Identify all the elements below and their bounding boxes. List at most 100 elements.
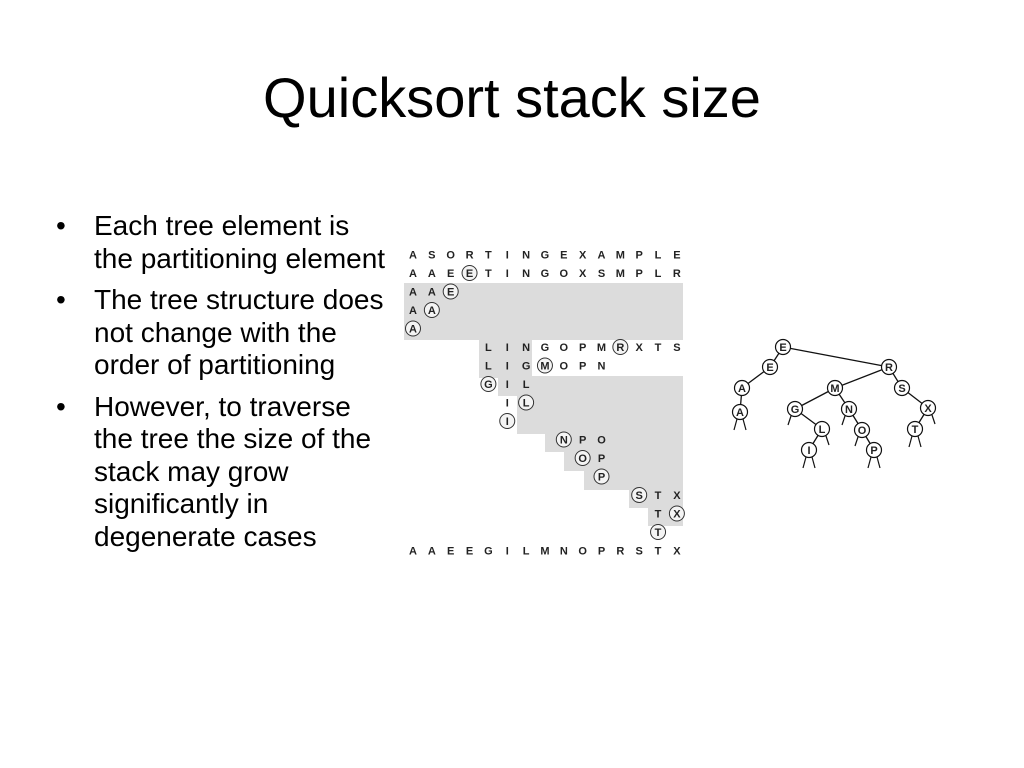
- tree-null-link: [825, 435, 830, 446]
- trace-letter: S: [673, 342, 680, 354]
- trace-letter: G: [484, 379, 493, 391]
- trace-letter: O: [446, 250, 455, 262]
- partition-circle: [442, 283, 459, 300]
- tree-null-link: [733, 418, 738, 431]
- tree-node-label: A: [736, 407, 744, 419]
- trace-letter: N: [560, 546, 568, 558]
- trace-letter: M: [597, 342, 606, 354]
- trace-letter: X: [636, 342, 644, 354]
- trace-letter: S: [636, 490, 643, 502]
- trace-letter: M: [616, 268, 625, 280]
- tree-node-label: A: [738, 383, 746, 395]
- trace-letter: E: [466, 268, 473, 280]
- trace-letter: X: [579, 268, 587, 280]
- trace-letter: O: [560, 361, 569, 373]
- tree-node-circle: [880, 358, 898, 376]
- tree-null-link: [876, 456, 881, 469]
- trace-letter: I: [506, 416, 509, 428]
- trace-step-cutout: [629, 508, 648, 544]
- tree-null-link: [841, 415, 846, 426]
- trace-letter: L: [485, 342, 492, 354]
- trace-letter: O: [560, 342, 569, 354]
- trace-letter: I: [506, 379, 509, 391]
- bullet-text: However, to traverse the tree the size o…: [94, 390, 372, 552]
- trace-letter: A: [409, 287, 417, 299]
- tree-null-link: [802, 456, 807, 469]
- partition-circle: [480, 376, 497, 392]
- tree-node-label: O: [858, 425, 867, 437]
- tree-node-circle: [774, 338, 792, 356]
- tree-null-link: [867, 456, 872, 469]
- trace-letter: I: [506, 361, 509, 373]
- trace-letter: P: [598, 472, 605, 484]
- partition-circle: [668, 505, 685, 522]
- trace-step-cutout: [532, 340, 683, 376]
- trace-letter: E: [673, 250, 680, 262]
- bullet-dot: •: [56, 284, 66, 315]
- partition-circle: [593, 468, 610, 485]
- partition-circle: [612, 339, 629, 355]
- trace-letter: E: [447, 268, 454, 280]
- trace-letter: S: [636, 546, 643, 558]
- trace-letter: T: [655, 342, 662, 354]
- tree-edge: [782, 346, 890, 368]
- slide-title: Quicksort stack size: [263, 66, 761, 129]
- trace-letter: A: [409, 305, 417, 317]
- tree-node-label: I: [807, 445, 810, 457]
- trace-letter: A: [598, 250, 606, 262]
- bullet-item: •However, to traverse the tree the size …: [56, 391, 386, 554]
- trace-letter: S: [428, 250, 435, 262]
- trace-letter: L: [655, 250, 662, 262]
- tree-node-circle: [786, 400, 804, 418]
- tree-node-circle: [919, 399, 937, 417]
- tree-node-circle: [893, 379, 911, 397]
- tree-node-label: G: [791, 404, 800, 416]
- tree-edge: [834, 366, 890, 389]
- partition-circle: [555, 431, 572, 448]
- trace-letter: P: [579, 435, 586, 447]
- trace-letter: E: [447, 287, 454, 299]
- trace-letter: T: [485, 250, 492, 262]
- trace-letter: G: [541, 250, 550, 262]
- partition-circle: [631, 487, 648, 503]
- trace-letter: L: [523, 546, 530, 558]
- trace-letter: P: [636, 268, 643, 280]
- tree-node-label: M: [830, 383, 839, 395]
- bullet-item: •The tree structure does not change with…: [56, 284, 386, 382]
- trace-letter: R: [616, 342, 624, 354]
- trace-letter: T: [655, 509, 662, 521]
- partition-circle: [650, 524, 667, 540]
- trace-letter: A: [409, 250, 417, 262]
- tree-node-label: N: [845, 404, 853, 416]
- tree-node-circle: [813, 420, 831, 438]
- trace-letter: X: [579, 250, 587, 262]
- trace-letter: A: [409, 546, 417, 558]
- tree-node-label: P: [870, 445, 877, 457]
- tree-null-link: [742, 418, 747, 431]
- partition-circle: [518, 394, 535, 411]
- tree-null-link: [917, 435, 922, 448]
- trace-letter: A: [409, 324, 417, 336]
- trace-letter: A: [428, 287, 436, 299]
- tree-null-link: [931, 414, 936, 425]
- trace-letter: P: [598, 453, 605, 465]
- trace-letter: N: [598, 361, 606, 373]
- partition-circle: [405, 320, 421, 337]
- tree-node-circle: [733, 379, 751, 397]
- trace-letter: T: [655, 546, 662, 558]
- trace-letter: N: [560, 435, 568, 447]
- trace-letter: A: [428, 268, 436, 280]
- partition-circle: [461, 265, 478, 281]
- trace-letter: A: [428, 546, 436, 558]
- tree-node-circle: [826, 379, 844, 397]
- trace-letter: T: [655, 527, 662, 539]
- tree-node-circle: [731, 403, 749, 421]
- tree-node-label: E: [766, 362, 773, 374]
- trace-step-cutout: [404, 434, 545, 544]
- trace-letter: P: [598, 546, 605, 558]
- trace-letter: N: [522, 250, 530, 262]
- trace-letter: R: [466, 250, 474, 262]
